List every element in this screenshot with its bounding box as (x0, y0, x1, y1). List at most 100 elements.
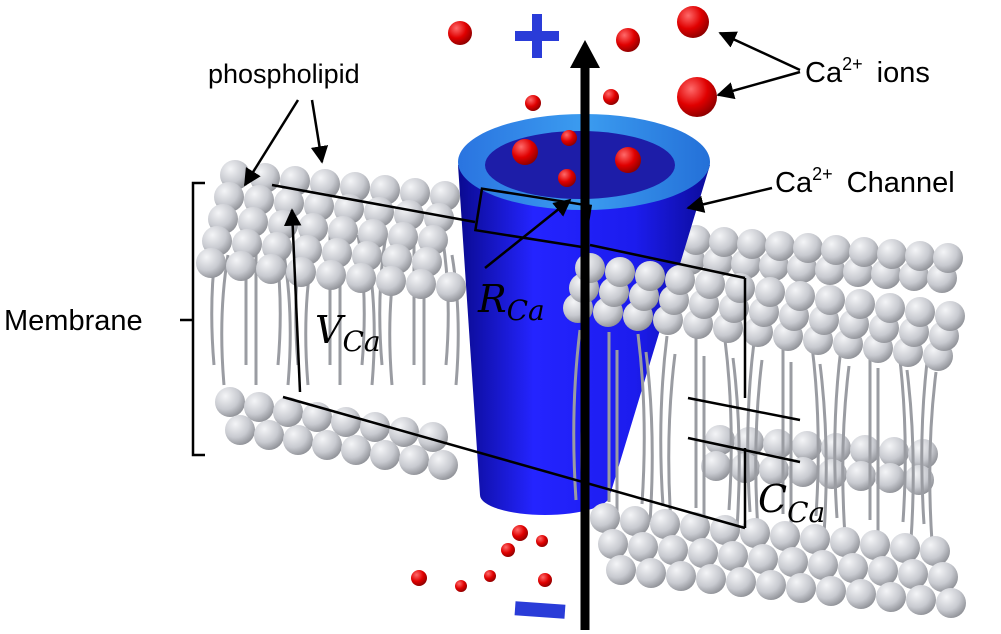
lipid-head (785, 281, 815, 311)
lipid-tail (282, 254, 292, 386)
resistance-sub: Ca (507, 294, 545, 327)
lipid-head (665, 265, 695, 295)
lipid-tail (920, 353, 930, 525)
lipid-head (846, 579, 876, 609)
voltage-sub: Ca (342, 325, 380, 358)
lipid-head (244, 392, 274, 422)
lipid-head (788, 457, 818, 487)
lipid-head (341, 435, 371, 465)
lipid-head (935, 301, 965, 331)
resistance-main: R (477, 277, 507, 321)
lipid-head (256, 254, 286, 284)
channel-label-suffix: Channel (839, 167, 955, 199)
lipid-head (406, 269, 436, 299)
lipid-tail (833, 347, 843, 519)
calcium-ion (484, 570, 496, 582)
ions-label-suffix: ions (869, 57, 930, 89)
lipid-tail (636, 333, 646, 505)
lipid-tail (667, 353, 677, 525)
lipid-head (316, 260, 346, 290)
phospholipid-pointer-2 (310, 99, 329, 164)
phospholipid-label: phospholipid (208, 59, 360, 89)
lipid-head (850, 435, 880, 465)
calcium-ion (411, 570, 427, 586)
lipid-head (898, 559, 928, 589)
lipid-tail (723, 339, 733, 511)
lipid-head (755, 277, 785, 307)
lipid-head (636, 558, 666, 588)
calcium-ion (448, 21, 472, 45)
voltage-main: V (315, 308, 346, 352)
calcium-ion (455, 580, 467, 592)
calcium-ion (561, 130, 577, 146)
lipid-head (778, 547, 808, 577)
calcium-ion (512, 525, 528, 541)
lipid-head (428, 450, 458, 480)
lipid-head (605, 257, 635, 287)
lipid-head (816, 576, 846, 606)
lipid-head (710, 515, 740, 545)
lipid-head (225, 415, 255, 445)
lipid-head (876, 582, 906, 612)
calcium-ion (677, 6, 709, 38)
calcium-ion (603, 89, 619, 105)
lipid-head (312, 430, 342, 460)
lipid-tail (928, 371, 938, 543)
lipid-head (877, 239, 907, 269)
lipid-head (331, 407, 361, 437)
lipid-head (838, 553, 868, 583)
lipid-head (748, 544, 778, 574)
lipid-head (786, 573, 816, 603)
lipid-head (376, 266, 406, 296)
calcium-ion (501, 543, 515, 557)
capacitance-main: C (758, 477, 787, 521)
lipid-head (737, 229, 767, 259)
lipid-head (286, 257, 316, 287)
lipid-head (845, 289, 875, 319)
calcium-ion (536, 535, 548, 547)
lipid-tail (818, 363, 828, 535)
lipid-tail (905, 369, 915, 541)
membrane-bracket (180, 181, 205, 457)
lipid-head (418, 422, 448, 452)
lipid-head (399, 445, 429, 475)
lipid-head (370, 440, 400, 470)
lipid-tail (644, 351, 654, 523)
lipid-head (815, 285, 845, 315)
channel-label-sup: 2+ (812, 164, 833, 184)
lipid-tail (731, 357, 741, 529)
lipid-head (726, 567, 756, 597)
channel-pointer (686, 186, 773, 213)
lipid-head (933, 243, 963, 273)
lipid-tail (746, 341, 756, 513)
capacitance-label: CCa (758, 477, 825, 529)
ions-label-prefix: Ca (805, 57, 843, 89)
lipid-head (666, 561, 696, 591)
lipid-head (598, 529, 628, 559)
lipid-tail (754, 359, 764, 531)
lipid-head (765, 231, 795, 261)
lipid-head (695, 269, 725, 299)
lipid-head (709, 227, 739, 257)
voltage-label: VCa (315, 308, 381, 358)
lipid-head (658, 535, 688, 565)
lipid-head (936, 588, 966, 618)
lipid-head (763, 429, 793, 459)
lipid-head (606, 555, 636, 585)
calcium-ions (411, 6, 717, 592)
lipid-tail (659, 335, 669, 507)
lipid-tail (810, 345, 820, 517)
lipid-tail (220, 254, 230, 386)
lipid-head (436, 272, 466, 302)
lipid-head (620, 506, 650, 536)
lipid-head (696, 564, 726, 594)
lipid-head (718, 541, 748, 571)
lipid-head (860, 530, 890, 560)
lipid-head (680, 512, 710, 542)
calcium-ion (616, 28, 640, 52)
channel-label: Ca2+ Channel (775, 164, 955, 199)
equivalent-circuit (271, 183, 801, 530)
minus-sign (514, 601, 566, 619)
lipid-head (215, 387, 245, 417)
